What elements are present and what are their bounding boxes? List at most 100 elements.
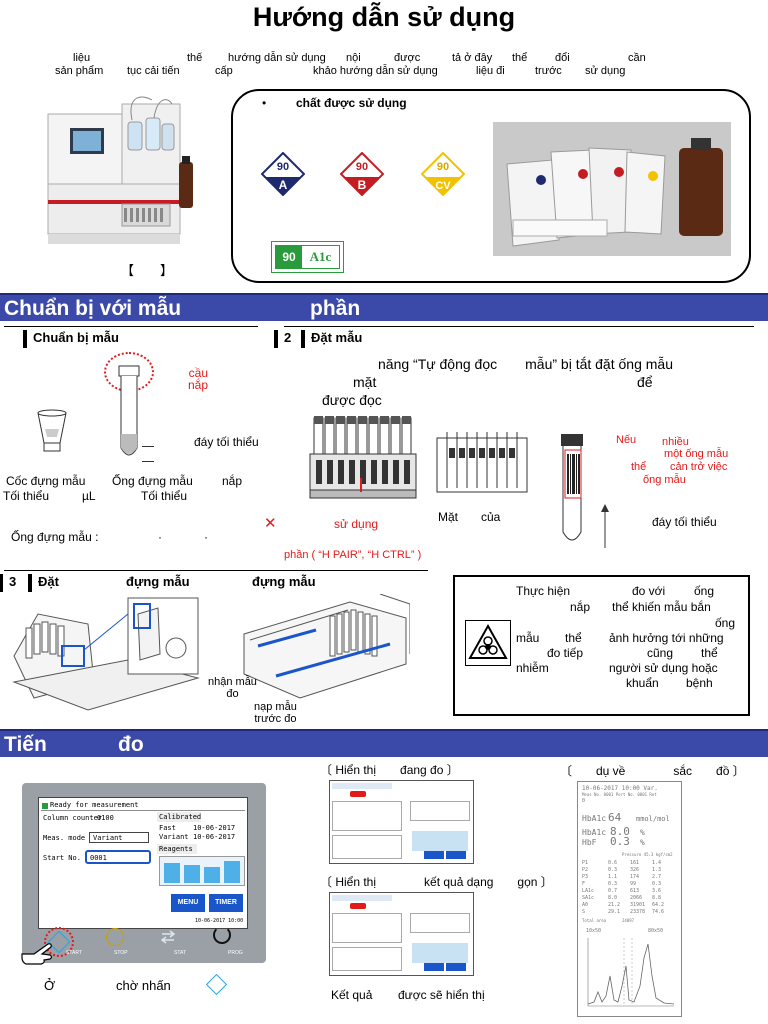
mode-label: Meas. mode (43, 834, 86, 842)
print-cell: P2 (582, 867, 589, 873)
measuring-screen-thumb (329, 780, 474, 864)
warning-word: đo tiếp (547, 646, 584, 660)
warning-word: nhiễm (516, 661, 549, 675)
intro-word: thế (187, 52, 203, 64)
step3-number: 3 (0, 574, 17, 592)
wait-text-a: Ở (44, 978, 56, 993)
sampler-tray-image (240, 593, 411, 700)
min-level-marker (142, 446, 154, 462)
intro-word: được (394, 52, 421, 64)
step2-rule (284, 326, 754, 327)
intro-word: liệu (73, 52, 91, 64)
intro-word: đổi (555, 52, 570, 64)
stop-button[interactable] (106, 928, 124, 946)
reagents-heading: chất được sử dụng (296, 96, 407, 110)
device-caption: 【 】 (121, 263, 174, 278)
cap-note: cầu nắp (188, 366, 209, 392)
print-cell: 29.1 (608, 909, 621, 915)
reagent-a-num: 90 (277, 161, 289, 173)
section-band-measurement: Tiến đo (0, 729, 768, 757)
intro-word: tục cải tiến (127, 65, 180, 77)
warning-word: mẫu (516, 631, 540, 645)
print-hbf-label: HbF (582, 838, 597, 847)
print-cell: 1.1 (608, 874, 618, 880)
ready-icon (42, 802, 48, 809)
intro-word: hướng dẫn sử dụng (228, 52, 326, 64)
sample-tube-icon (116, 364, 142, 464)
reagent-b-num: 90 (356, 161, 368, 173)
print-cell: 0.3 (608, 867, 618, 873)
start-value: 0001 (90, 854, 107, 862)
start-number-input[interactable]: 0001 (85, 850, 151, 864)
screen-footer: 10-06-2017 10:00 (195, 918, 244, 924)
print-total-value: 24097 (622, 918, 635, 923)
biohazard-warning-box (453, 575, 750, 716)
counter-value: 0100 (97, 814, 114, 822)
receive-label: nhận mẫu đo (208, 676, 257, 700)
section-band-preparation: Chuẩn bị với mẫu phần (0, 293, 768, 321)
caption-print: 〔 dụ về sắc đồ 〕 (560, 764, 745, 778)
result-text-b: được sẽ hiển thị (398, 988, 485, 1002)
counter-label: Column counter (43, 814, 103, 822)
warning-word: đo với (632, 584, 666, 598)
print-cell: 99 (630, 881, 637, 887)
print-cell: 21.2 (608, 902, 621, 908)
red-note: một ống mẫu (664, 448, 729, 460)
caption-measuring: 〔 Hiển thị đang đo 〕 (320, 763, 459, 777)
prog-button[interactable] (213, 926, 231, 944)
cup-min-label: Tối thiểu (3, 489, 50, 503)
step1-heading: Chuẩn bị mẫu (23, 330, 119, 348)
print-cell: 31901 (630, 902, 646, 908)
stat-button[interactable] (160, 930, 176, 944)
section-title-left: Chuẩn bị với mẫu (4, 297, 182, 320)
red-note: ống mẫu (643, 474, 686, 486)
print-hba1c-val: 64 (608, 811, 622, 824)
step1-rule (4, 326, 258, 327)
print-cell: S (582, 909, 586, 915)
timer-button[interactable]: TIMER (209, 894, 243, 912)
page-title: Hướng dẫn sử dụng (252, 2, 516, 32)
intro-word: nội (346, 52, 361, 64)
print-cell: 613 (630, 888, 640, 894)
result-screen-thumb (329, 892, 474, 976)
status-text: Ready for measurement (50, 801, 139, 809)
start-diamond-icon (205, 973, 228, 996)
step2-desc-2b: để (637, 374, 653, 390)
caption-result: 〔 Hiển thị kết quả dạng gọn 〕 (320, 875, 553, 889)
warning-word: người sử dụng hoặc (609, 661, 718, 675)
warning-word: nắp (570, 600, 591, 614)
intro-word: liệu đi (476, 65, 505, 77)
menu-button[interactable]: MENU (171, 894, 205, 912)
reagent-packs-photo (493, 122, 731, 256)
step2-heading: Đặt mẫu (300, 330, 363, 348)
print-cell: A0 (582, 902, 589, 908)
reagent-cv-letter: CV (435, 180, 451, 192)
warning-word: thể (701, 646, 718, 660)
column-badge: 90 A1c (271, 241, 344, 273)
red-note: nhiều (662, 436, 689, 448)
spec-dot: · (204, 530, 208, 544)
red-note: Nếu (616, 434, 637, 446)
print-hba1c2-label: HbA1c (582, 828, 607, 837)
cup-unit: µL (82, 489, 96, 503)
intro-word: cấp (215, 65, 233, 77)
sample-cup-icon (34, 407, 70, 453)
start-label: START (66, 950, 82, 956)
step2-desc-3: được đọc (322, 392, 382, 408)
print-cell: 3.6 (652, 888, 662, 894)
red-note: cản trở việc (670, 461, 728, 473)
column-badge-label: A1c (309, 249, 332, 264)
intro-word: sử dụng (585, 65, 626, 77)
mode-select[interactable]: Variant (89, 832, 149, 843)
intro-word: thể (512, 52, 528, 64)
print-cell: 74.6 (652, 909, 665, 915)
warning-word: ống (694, 584, 715, 598)
print-cell: 326 (630, 867, 640, 873)
print-line2: Meas No. 0001 Port No. 0001 Ret (582, 792, 657, 797)
step3-heading-a: Đặt (28, 574, 59, 592)
print-cell: 0.6 (608, 860, 618, 866)
tube-rack-image (308, 414, 420, 502)
chromatogram (584, 936, 676, 1012)
print-cell: SA1c (582, 895, 595, 901)
warning-word: ống (715, 616, 736, 630)
